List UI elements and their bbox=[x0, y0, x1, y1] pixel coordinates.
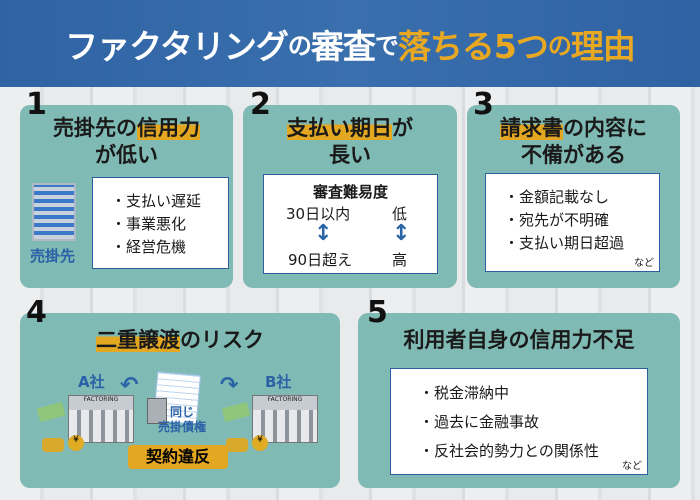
bank-a-icon: FACTORING bbox=[68, 395, 134, 443]
title-text: ファクタリング bbox=[65, 26, 289, 66]
credit-issue-list: ・税金滞納中・過去に金融事故・反社会的勢力との関係性 など bbox=[390, 368, 648, 475]
reason-card-2: 支払い期日が長い 審査難易度 30日以内 低 ↕ ↕ 90日超え 高 bbox=[243, 105, 457, 288]
money-icon bbox=[36, 401, 66, 423]
reason-card-5: 利用者自身の信用力不足 ・税金滞納中・過去に金融事故・反社会的勢力との関係性 な… bbox=[358, 313, 680, 488]
arrow-left-icon: ↶ bbox=[120, 373, 139, 398]
reason-number: 4 bbox=[26, 295, 47, 330]
title-text: で bbox=[374, 32, 399, 60]
reason-card-1: 売掛先の信用力が低い 売掛先 ・支払い遅延・事業悪化・経営危機 bbox=[20, 105, 233, 288]
building-label: 売掛先 bbox=[30, 247, 76, 265]
up-down-arrow-icon: ↕ bbox=[392, 221, 411, 246]
reason-number: 3 bbox=[473, 87, 494, 122]
reason-card-4: 二重譲渡のリスク A社 B社 ↶ ↷ FACTORING FACTORING ¥… bbox=[20, 313, 340, 488]
title-highlight: 理由 bbox=[570, 26, 636, 66]
contract-violation-badge: 契約違反 bbox=[128, 445, 228, 469]
title-highlight: 落ちる5つ bbox=[397, 26, 549, 66]
title-text: 審査 bbox=[310, 26, 376, 66]
same-receivable-label: 同じ売掛債権 bbox=[157, 405, 206, 434]
yen-bag-icon: ¥ bbox=[68, 435, 84, 451]
company-a-label: A社 bbox=[78, 373, 105, 391]
calculator-icon bbox=[147, 398, 167, 424]
title-highlight: の bbox=[547, 32, 572, 60]
up-down-arrow-icon: ↕ bbox=[314, 221, 333, 246]
title-text: の bbox=[287, 32, 312, 60]
arrow-right-icon: ↷ bbox=[220, 373, 239, 398]
money-icon bbox=[221, 401, 251, 423]
reason-number: 5 bbox=[367, 295, 388, 330]
company-b-label: B社 bbox=[265, 373, 292, 391]
reason-title: 利用者自身の信用力不足 bbox=[403, 328, 635, 352]
factor-list: ・支払い遅延・事業悪化・経営危機 bbox=[92, 177, 229, 269]
page-header: ファクタリングの審査で落ちる5つの理由 bbox=[0, 0, 700, 87]
reason-number: 1 bbox=[26, 87, 47, 122]
coins-icon bbox=[226, 438, 248, 452]
reason-title: 二重譲渡のリスク bbox=[96, 328, 264, 352]
coins-icon bbox=[42, 438, 64, 452]
reason-title: 売掛先の信用力が低い bbox=[53, 116, 200, 167]
reason-card-3: 請求書の内容に不備がある ・金額記載なし・宛先が不明確・支払い期日超過 など bbox=[467, 105, 680, 288]
reason-title: 請求書の内容に不備がある bbox=[500, 116, 647, 167]
reason-number: 2 bbox=[250, 87, 271, 122]
difficulty-table: 審査難易度 30日以内 低 ↕ ↕ 90日超え 高 bbox=[263, 174, 438, 274]
bank-b-icon: FACTORING bbox=[252, 395, 318, 443]
building-icon bbox=[32, 183, 76, 241]
reason-title: 支払い期日が長い bbox=[287, 116, 413, 167]
yen-bag-icon: ¥ bbox=[252, 435, 268, 451]
defect-list: ・金額記載なし・宛先が不明確・支払い期日超過 など bbox=[485, 173, 660, 272]
